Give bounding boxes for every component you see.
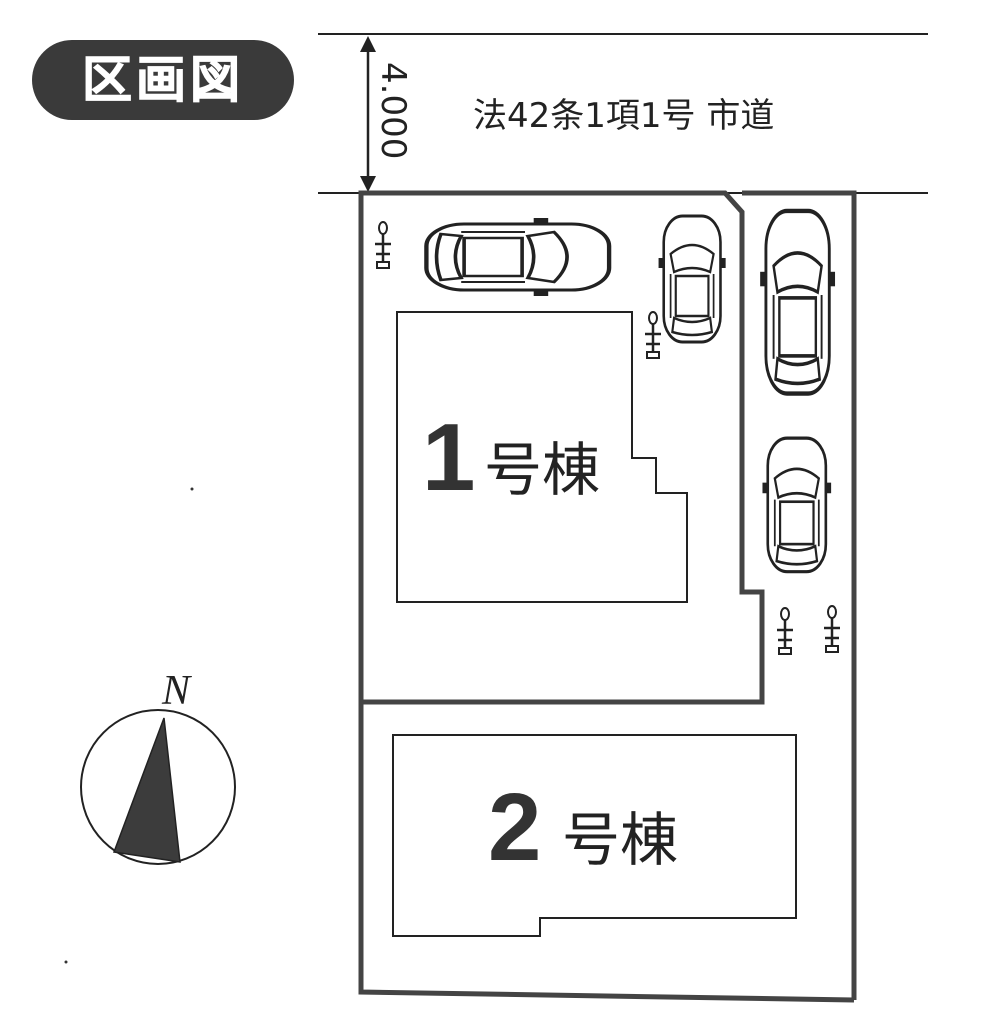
stray-dot bbox=[64, 960, 68, 964]
title-badge-text: 区画図 bbox=[82, 51, 244, 109]
stray-dot bbox=[190, 487, 194, 491]
car-icon bbox=[657, 214, 728, 344]
right-strip-boundary bbox=[742, 190, 857, 1000]
lot-1-boundary bbox=[358, 190, 765, 705]
title-badge: 区画図 bbox=[32, 40, 294, 120]
building-1-footprint bbox=[396, 311, 688, 603]
title-badge-bg bbox=[32, 40, 294, 120]
bicycle-icon bbox=[775, 606, 795, 656]
lot-2-boundary bbox=[358, 702, 855, 1003]
bicycle-icon bbox=[822, 604, 842, 654]
car-icon bbox=[760, 436, 833, 574]
north-compass: N bbox=[80, 668, 236, 865]
road-label: 法42条1項1号 市道 bbox=[473, 96, 774, 136]
car-icon bbox=[760, 211, 835, 394]
road-width-label: 4.000 bbox=[373, 62, 413, 159]
compass-needle bbox=[112, 717, 181, 863]
building-1-number: 1 bbox=[422, 404, 475, 511]
building-2-suffix: 号棟 bbox=[562, 806, 678, 874]
building-1-label: 1 号棟 bbox=[422, 404, 600, 511]
road-width-dimension: 4.000 bbox=[360, 36, 413, 192]
building-1-suffix: 号棟 bbox=[484, 436, 600, 504]
building-2-label: 2 号棟 bbox=[488, 774, 678, 881]
north-label: N bbox=[161, 668, 192, 714]
bicycle-icon bbox=[643, 310, 663, 360]
building-2-footprint bbox=[392, 734, 797, 937]
building-2-number: 2 bbox=[488, 774, 541, 881]
car-icon bbox=[426, 218, 609, 296]
bicycle-icon bbox=[373, 220, 393, 270]
